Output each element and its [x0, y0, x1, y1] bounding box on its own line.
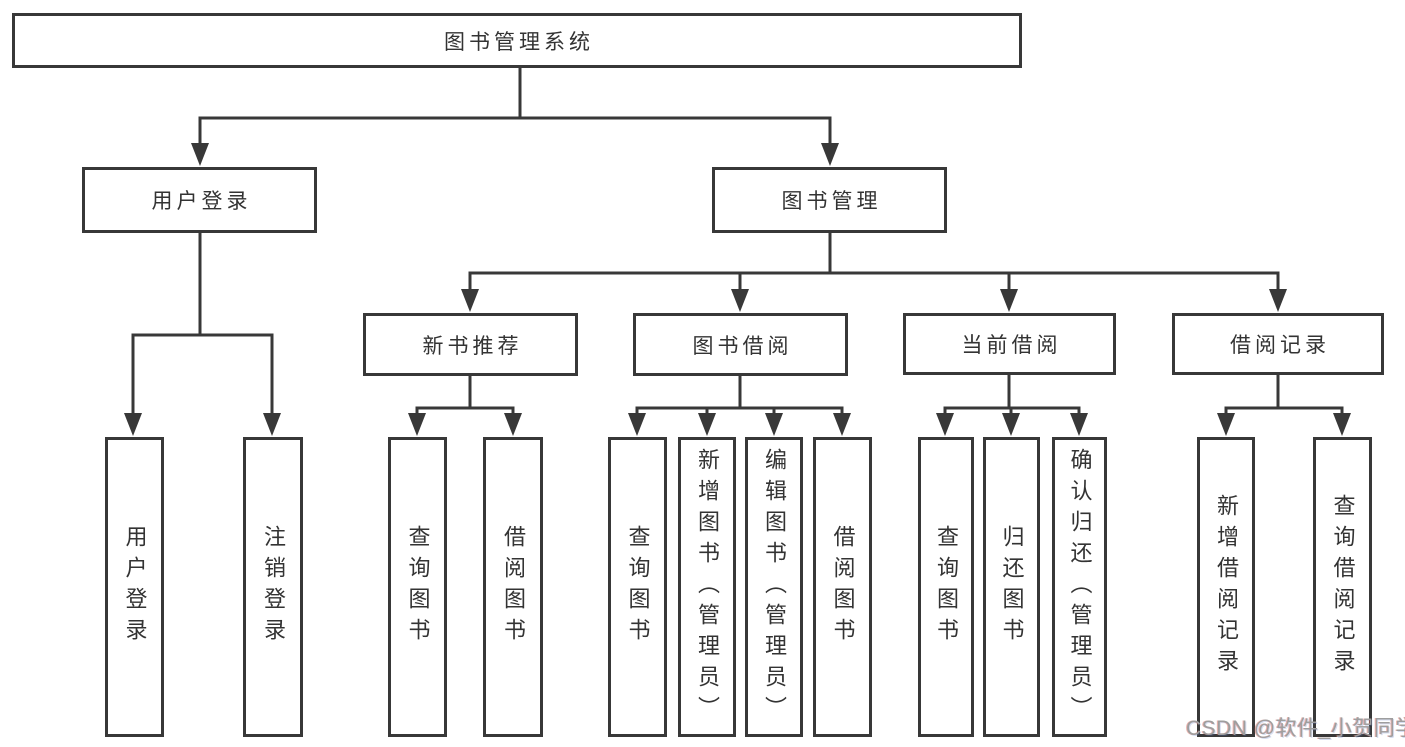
node-book-management: 图书管理	[712, 167, 947, 233]
node-new-book-recommend: 新书推荐	[363, 313, 578, 376]
arrowheads	[124, 143, 1351, 436]
leaf-edit-books-admin: 编辑图书（管理员）	[745, 437, 803, 737]
node-borrowing-records: 借阅记录	[1172, 313, 1384, 375]
leaf-borrow-books: 借阅图书	[813, 437, 872, 737]
node-current-borrowing: 当前借阅	[903, 313, 1116, 375]
leaf-query-books-recommend: 查询图书	[388, 437, 447, 737]
connector-root	[198, 67, 832, 148]
connector-borrow-records	[1224, 375, 1344, 418]
leaf-return-books: 归还图书	[983, 437, 1040, 737]
connector-user-login	[131, 233, 274, 418]
leaf-query-borrow-record: 查询借阅记录	[1313, 437, 1372, 737]
leaf-query-books-borrow: 查询图书	[608, 437, 667, 737]
leaf-query-books-current: 查询图书	[918, 437, 974, 737]
leaf-confirm-return-admin: 确认归还（管理员）	[1052, 437, 1107, 737]
node-root-system: 图书管理系统	[12, 13, 1022, 68]
leaf-add-books-admin: 新增图书（管理员）	[678, 437, 736, 737]
leaf-borrow-books-recommend: 借阅图书	[483, 437, 543, 737]
connector-book-mgmt	[468, 233, 1280, 294]
leaf-logout: 注销登录	[243, 437, 303, 737]
node-user-login: 用户登录	[82, 167, 317, 233]
connector-current-borrow	[943, 375, 1081, 418]
leaf-user-login: 用户登录	[105, 437, 164, 737]
csdn-watermark: CSDN @软件_小贺同学	[1186, 717, 1405, 740]
connector-book-borrow	[635, 376, 844, 418]
connector-new-book	[415, 376, 515, 418]
leaf-add-borrow-record: 新增借阅记录	[1197, 437, 1255, 737]
node-book-borrowing: 图书借阅	[633, 313, 848, 376]
